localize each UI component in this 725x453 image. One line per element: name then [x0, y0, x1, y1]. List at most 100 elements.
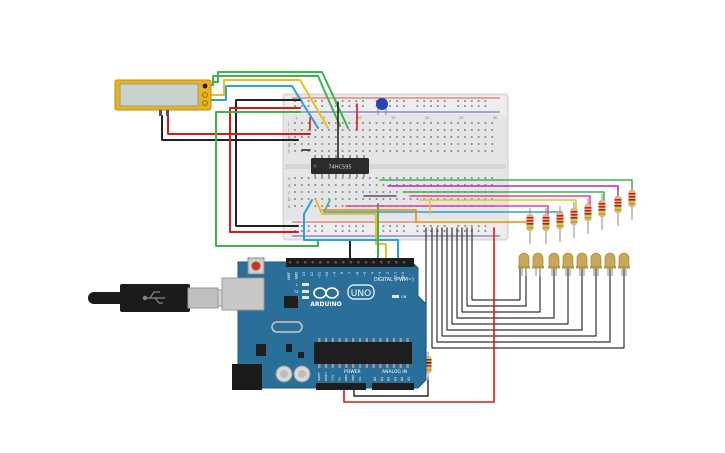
crystal	[271, 321, 303, 333]
digital-pin-label: ~9	[333, 272, 337, 277]
wire-led-6	[441, 227, 597, 337]
row-letter-a: a	[288, 204, 291, 209]
power-pin-label: 3.3V	[331, 375, 335, 381]
usb-jack	[221, 277, 265, 311]
digital-pin-label: TX 1	[393, 272, 397, 280]
power-pin-label: RESET	[324, 372, 328, 381]
wire-led-4	[451, 227, 569, 325]
led[interactable]	[548, 252, 560, 276]
resistor[interactable]	[614, 190, 622, 226]
resistor[interactable]	[584, 198, 592, 234]
analog-pin-label: A5	[407, 377, 411, 381]
wire-led-7	[436, 227, 611, 343]
wire-green-display-1	[209, 75, 341, 127]
digital-pin-label: AREF	[287, 272, 291, 280]
analog-pin-label: A2	[387, 377, 391, 381]
wire-black-gnd-1	[235, 99, 301, 227]
col-number-20: 20	[425, 116, 429, 120]
digital-pin-label: 2	[386, 272, 390, 274]
row-letter-b: b	[288, 197, 291, 202]
reset-button-cap[interactable]	[251, 261, 261, 271]
row-letter-j: j	[287, 121, 289, 126]
led[interactable]	[532, 252, 544, 276]
wire-led-3	[456, 227, 555, 319]
power-pin-label: IOREF	[317, 372, 321, 381]
digital-pin-label: ~11	[317, 272, 321, 279]
digital-pin-label: 8	[340, 272, 344, 274]
row-letter-e: e	[288, 176, 291, 181]
row-letter-c: c	[288, 190, 290, 195]
led[interactable]	[576, 252, 588, 276]
digital-pin-label: RX 0	[401, 272, 405, 279]
wire-led-0	[471, 227, 521, 301]
wire-led-2	[461, 227, 541, 313]
resistor-array[interactable]	[526, 184, 636, 244]
led[interactable]	[618, 252, 630, 276]
led-array[interactable]	[518, 252, 630, 276]
row-letter-h: h	[288, 135, 291, 140]
col-number-5: 5	[323, 116, 325, 120]
power-header	[316, 383, 366, 390]
resistor[interactable]	[556, 206, 564, 242]
row-letter-g: g	[288, 142, 291, 147]
led-label-l: L	[296, 283, 298, 287]
on-label: ON	[401, 295, 407, 299]
resistor[interactable]	[542, 208, 550, 244]
analog-pin-label: A4	[400, 377, 404, 381]
shift-register-ic[interactable]: 74HC595	[311, 155, 369, 177]
usb-cable[interactable]	[88, 284, 241, 312]
wire-led-8	[431, 227, 625, 349]
resistor[interactable]	[598, 194, 606, 230]
digital-pin-label: ~5	[363, 272, 367, 277]
col-number-15: 15	[391, 116, 395, 120]
power-pin-label: GND	[344, 375, 348, 381]
led[interactable]	[518, 252, 530, 276]
wire-black-lcd-gnd	[161, 115, 299, 141]
lcd-pot-icons	[202, 83, 208, 106]
led[interactable]	[562, 252, 574, 276]
digital-pin-label: 13	[302, 272, 306, 276]
regulator	[256, 344, 266, 356]
wire-red-vcc	[229, 107, 301, 233]
wire-green-long	[215, 111, 319, 247]
resistor[interactable]	[628, 184, 636, 220]
digital-label: DIGITAL (PWM~)	[374, 277, 414, 283]
analog-pin-label: A3	[393, 377, 397, 381]
wire-yellow-data	[315, 199, 387, 261]
resistor[interactable]	[526, 208, 534, 244]
wire-ic-q6	[345, 205, 549, 219]
power-jack	[232, 364, 262, 390]
wire-led-1	[466, 227, 527, 307]
atmega-chip	[314, 342, 412, 364]
led-label-tx: TX	[293, 290, 299, 294]
digital-pin-label: 7	[348, 272, 352, 274]
wire-red-lcd-vcc	[167, 115, 311, 135]
wire-ic-q3	[409, 195, 591, 209]
row-letter-d: d	[288, 183, 291, 188]
ceramic-capacitor[interactable]	[376, 98, 388, 115]
wire-black-bottom	[353, 377, 429, 397]
wire-blue-clock	[303, 199, 399, 261]
led[interactable]	[604, 252, 616, 276]
wire-green-display-2	[213, 71, 349, 129]
power-pin-label: 5V	[337, 377, 341, 381]
resistor[interactable]	[570, 202, 578, 238]
power-pin-label: Vin	[358, 376, 362, 381]
digital-pin-label: 4	[371, 272, 375, 274]
digital-pin-label: ~3	[378, 272, 382, 277]
usb-icon	[142, 291, 165, 304]
lcd-display[interactable]	[114, 79, 212, 116]
digital-pin-label: ~10	[325, 272, 329, 279]
row-letter-i: i	[288, 128, 289, 133]
breadboard-row-letters: j i h g f e d c b a	[287, 121, 291, 209]
arduino-logo: ARDUINO UNO	[310, 284, 375, 308]
led[interactable]	[590, 252, 602, 276]
analog-pin-label: A0	[373, 377, 377, 381]
wire-yellow-display	[209, 79, 329, 129]
analog-header	[372, 383, 414, 390]
power-label: POWER	[344, 369, 361, 375]
col-number-1: 1	[295, 116, 297, 120]
